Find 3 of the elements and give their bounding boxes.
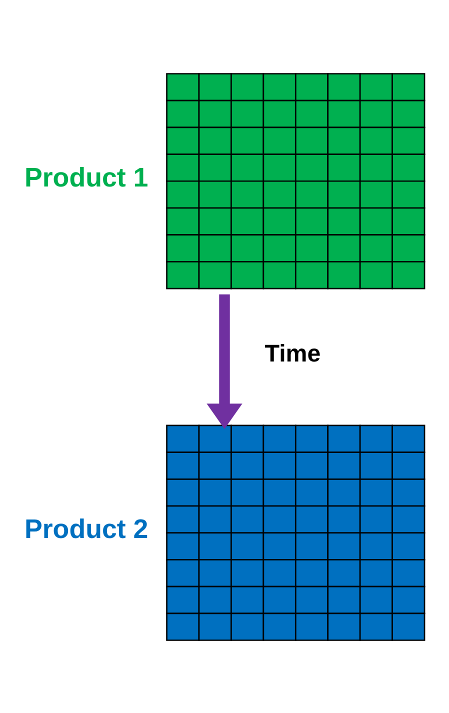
node-label: Product 1 xyxy=(24,162,148,192)
node-label: Product 2 xyxy=(24,514,148,544)
edge-label: Time xyxy=(264,340,321,368)
